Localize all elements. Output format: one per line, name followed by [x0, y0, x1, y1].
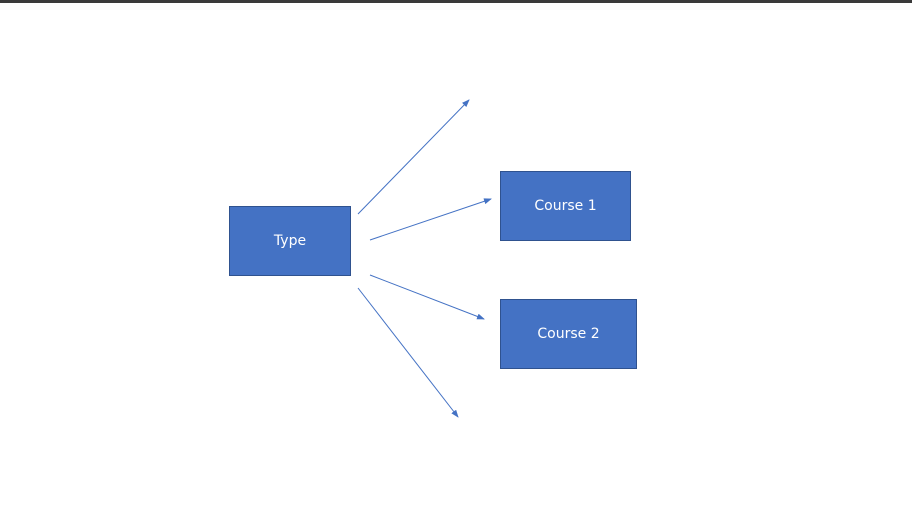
arrow-type-to-course-2: [369, 274, 485, 320]
course-1-node[interactable]: Course 1: [500, 171, 631, 241]
window-top-border: [0, 0, 912, 3]
type-node[interactable]: Type: [229, 206, 351, 276]
course-2-node-label: Course 2: [537, 326, 600, 342]
arrow-type-to-empty-bottom: [357, 287, 459, 418]
type-node-label: Type: [273, 233, 307, 249]
arrow-type-to-course-1: [369, 198, 492, 241]
course-1-node-label: Course 1: [534, 198, 597, 214]
course-2-node[interactable]: Course 2: [500, 299, 637, 369]
arrow-type-to-empty-top: [357, 99, 470, 215]
